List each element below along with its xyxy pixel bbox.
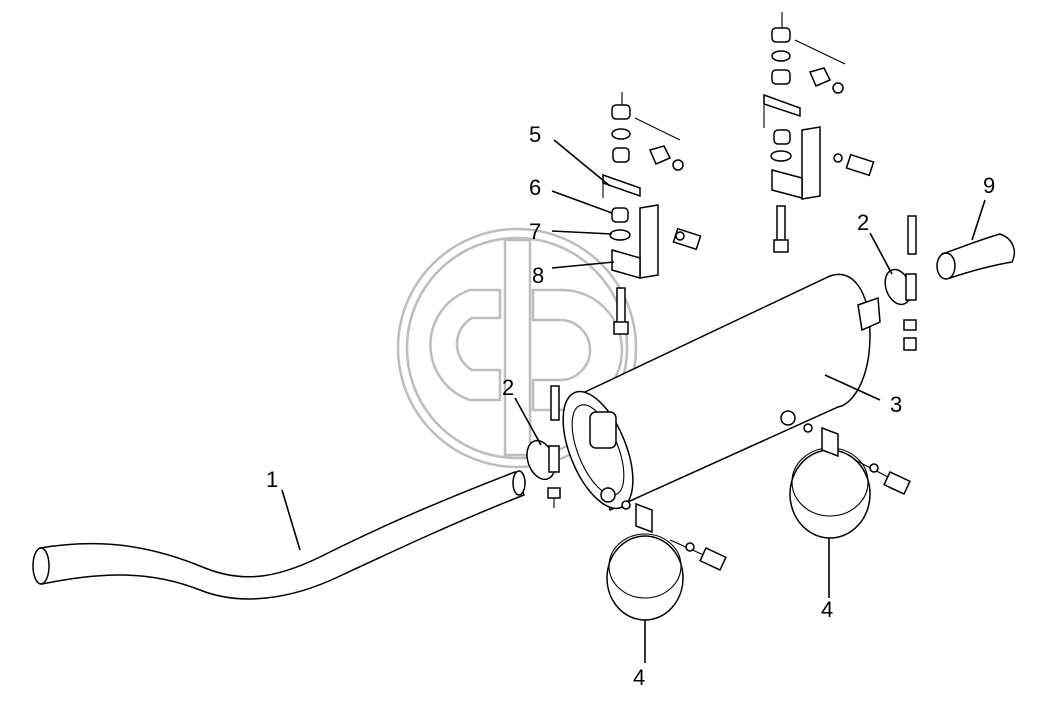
callout-5: 5 <box>529 122 541 147</box>
muffler-strap-lower <box>600 487 727 621</box>
front-exhaust-pipe <box>32 470 526 600</box>
callout-1: 1 <box>266 467 278 492</box>
pipe-clamp-right <box>884 215 917 351</box>
leader-lines <box>281 139 986 663</box>
hanger-assembly-left <box>602 92 702 335</box>
callout-2-left: 2 <box>502 375 514 400</box>
callout-9: 9 <box>983 173 995 198</box>
hanger-assembly-right <box>763 12 875 253</box>
callout-6: 6 <box>529 175 541 200</box>
callout-4-lower: 4 <box>633 665 645 690</box>
tail-pipe <box>936 233 1016 280</box>
callout-8: 8 <box>532 263 544 288</box>
callout-4-upper: 4 <box>821 597 833 622</box>
pipe-clamp-left <box>526 385 561 508</box>
muffler-strap-upper <box>780 410 911 539</box>
callout-3: 3 <box>890 392 902 417</box>
muffler <box>562 273 881 512</box>
callout-7: 7 <box>529 219 541 244</box>
callout-2-right: 2 <box>857 210 869 235</box>
